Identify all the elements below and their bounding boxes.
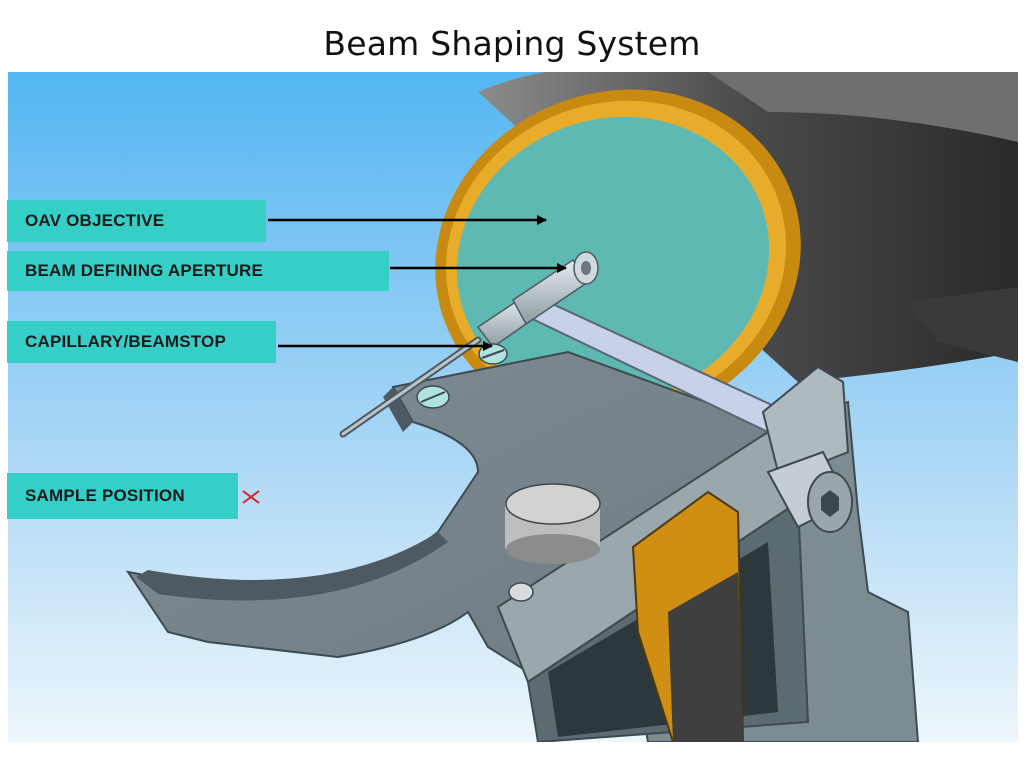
sample-pin <box>505 483 601 564</box>
callout-beam-defining-aperture-label: BEAM DEFINING APERTURE <box>25 261 264 280</box>
oav-objective-drawing <box>435 72 1018 425</box>
capillary-assembly <box>339 251 599 438</box>
cad-illustration <box>8 72 1018 742</box>
callout-beam-defining-aperture: BEAM DEFINING APERTURE <box>7 251 389 291</box>
hex-screw <box>766 450 853 533</box>
callout-oav-objective-label: OAV OBJECTIVE <box>25 211 165 230</box>
callout-capillary-beamstop-label: CAPILLARY/BEAMSTOP <box>25 332 227 351</box>
callout-oav-objective: OAV OBJECTIVE <box>7 200 266 242</box>
callout-sample-position: SAMPLE POSITION <box>7 473 238 519</box>
callout-sample-position-label: SAMPLE POSITION <box>25 486 185 505</box>
gold-block <box>631 490 745 742</box>
slide-title: Beam Shaping System <box>323 24 701 63</box>
callout-capillary-beamstop: CAPILLARY/BEAMSTOP <box>7 321 276 363</box>
